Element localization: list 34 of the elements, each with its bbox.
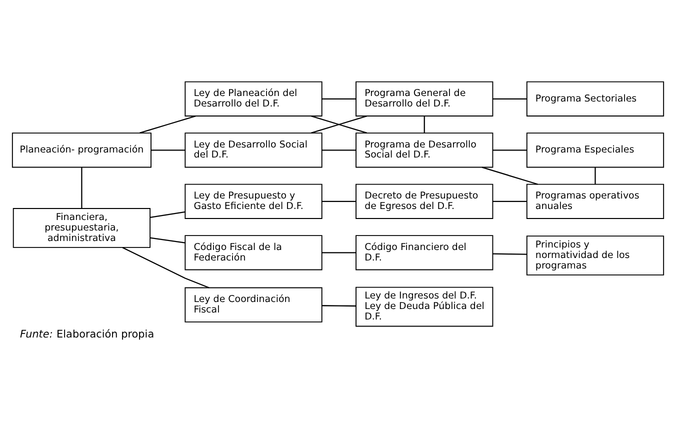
node-box: Programa de Desarrollo Social del D.F.	[356, 132, 494, 168]
node-box: Programa General de Desarrollo del D.F.	[356, 80, 494, 116]
connector	[482, 166, 538, 184]
connector	[322, 304, 356, 306]
connector	[322, 149, 356, 150]
node-box: Decreto de Presupuesto de Egresos del D.F.	[356, 183, 494, 218]
connector	[492, 149, 527, 150]
connector	[81, 166, 82, 208]
node-box: Planeación- programación	[12, 132, 152, 168]
connector	[594, 166, 596, 184]
node-box: Financiera, presupuestaria, administrativa	[12, 208, 151, 248]
connector	[424, 116, 425, 132]
connector	[492, 252, 527, 254]
node-box: Ley de Presupuesto y Gasto Eficiente del D.F.	[184, 183, 322, 218]
node-box: Programa Especiales	[526, 132, 664, 168]
node-box: Código Financiero del D.F.	[356, 234, 494, 270]
connector	[140, 115, 196, 133]
node-box: Código Fiscal de la Federación	[184, 234, 322, 270]
connector	[322, 252, 356, 253]
node-box: Ley de Coordinación Fiscal	[184, 286, 322, 322]
connector	[150, 236, 186, 243]
caption: Funte: Elaboración propia	[20, 328, 154, 340]
connector	[150, 210, 186, 218]
node-box: Principios y normatividad de los programas	[526, 235, 664, 275]
connector	[492, 98, 527, 99]
connector	[492, 200, 527, 202]
node-box: Ley de Planeación del Desarrollo del D.F.	[184, 80, 322, 116]
node-box: Ley de Desarrollo Social del D.F.	[184, 132, 322, 168]
connector	[322, 200, 356, 202]
connector	[151, 149, 186, 150]
node-box: Ley de Ingresos del D.F. Ley de Deuda Pública del D.F.	[356, 286, 494, 326]
node-box: Programas operativos anuales	[526, 183, 664, 218]
connector	[322, 98, 356, 99]
node-box: Programa Sectoriales	[526, 80, 664, 116]
